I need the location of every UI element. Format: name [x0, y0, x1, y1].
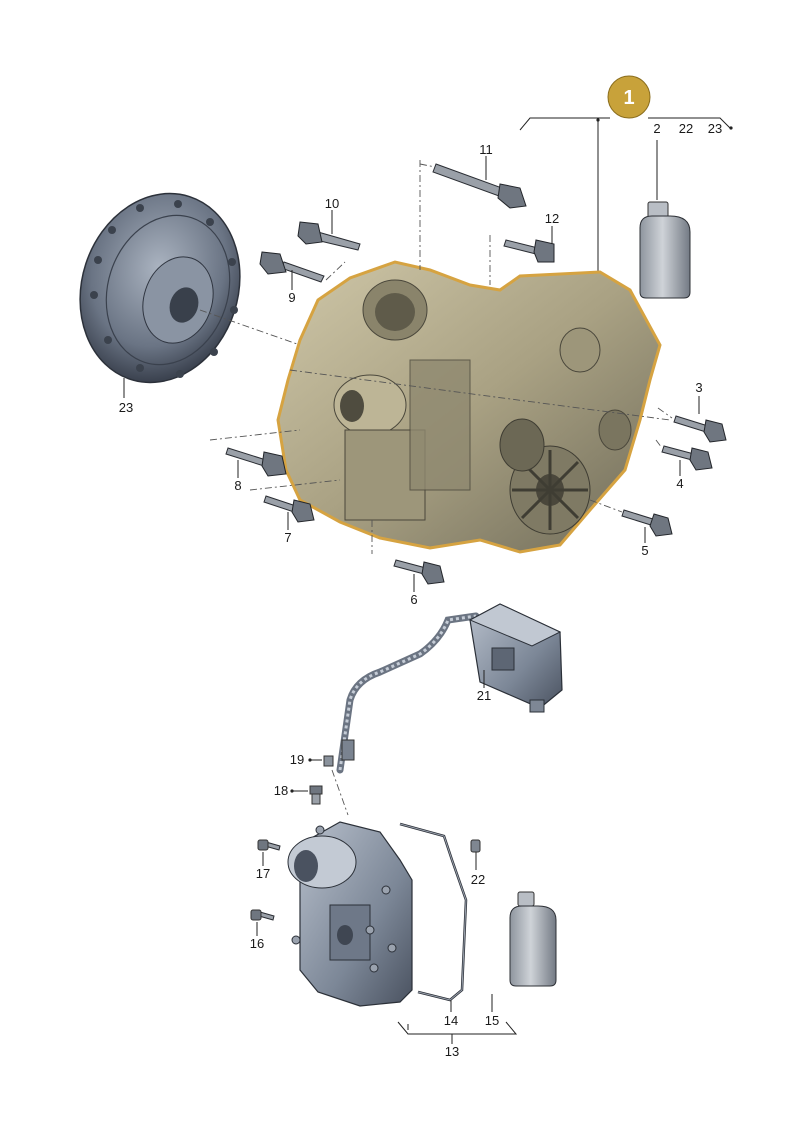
oil-bottle-small — [491, 891, 557, 1012]
label-p6: 6 — [410, 592, 417, 607]
label-p8: 8 — [234, 478, 241, 493]
label-p5: 5 — [641, 543, 648, 558]
bolt-12 — [503, 226, 555, 263]
clutch-pressure-plate — [79, 192, 301, 398]
assembly-badge: 1 — [607, 75, 651, 119]
bolt-5 — [589, 499, 673, 543]
bolt-7 — [249, 479, 341, 530]
label-p14: 14 — [444, 1013, 458, 1028]
label-p10: 10 — [325, 196, 339, 211]
gearbox-housing — [276, 160, 671, 554]
label-p7: 7 — [284, 530, 291, 545]
label-p22a: 22 — [679, 121, 693, 136]
label-p18: 18 — [274, 783, 288, 798]
label-p23b: 23 — [119, 400, 133, 415]
plug-22 — [470, 839, 481, 870]
label-p22b: 22 — [471, 872, 485, 887]
screw-17 — [257, 839, 281, 866]
label-p19: 19 — [290, 752, 304, 767]
badge-label: 1 — [623, 87, 634, 109]
bolt-3 — [657, 396, 727, 443]
label-p23a: 23 — [708, 121, 722, 136]
bolt-6 — [371, 520, 445, 592]
bolt-4 — [655, 439, 713, 476]
bolt-9 — [259, 251, 346, 290]
label-p12: 12 — [545, 211, 559, 226]
fastener-18 — [290, 769, 349, 816]
label-p21: 21 — [477, 688, 491, 703]
label-p13: 13 — [445, 1044, 459, 1059]
gasket — [399, 822, 468, 1012]
fastener-19 — [308, 755, 334, 767]
label-p11: 11 — [479, 142, 493, 157]
screw-16 — [250, 909, 275, 936]
control-unit — [336, 603, 563, 774]
label-p4: 4 — [676, 476, 683, 491]
bolt-11 — [419, 156, 527, 209]
oil-bottle-large — [639, 140, 691, 299]
label-p2: 2 — [653, 121, 660, 136]
assembly-bracket — [519, 117, 733, 275]
label-p3: 3 — [695, 380, 702, 395]
bolt-8 — [209, 429, 301, 478]
label-p17: 17 — [256, 866, 270, 881]
bolt-10 — [297, 210, 361, 251]
mechatronic-unit — [287, 821, 413, 1007]
label-p9: 9 — [288, 290, 295, 305]
bottom-bracket — [397, 1021, 518, 1044]
label-p16: 16 — [250, 936, 264, 951]
label-p15: 15 — [485, 1013, 499, 1028]
part-labels: 2 22 23 11 10 12 9 23 3 4 8 7 5 6 21 19 … — [119, 121, 722, 1059]
